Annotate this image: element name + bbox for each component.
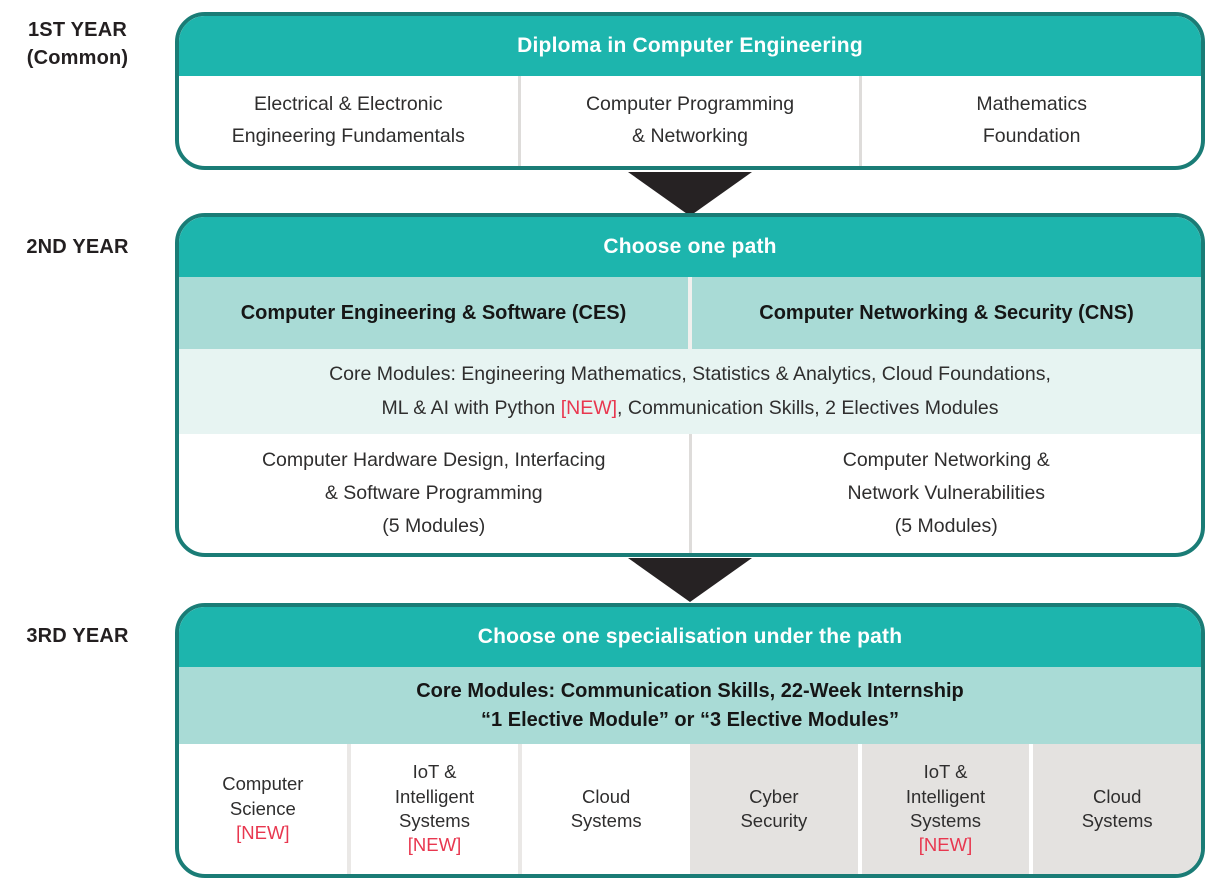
year3-core-line2: “1 Elective Module” or “3 Elective Modul…: [481, 708, 899, 731]
year-label-2nd-year: 2ND YEAR: [26, 236, 129, 258]
new-badge: [NEW]: [918, 834, 973, 856]
track-networking-vulnerabilities: Computer Networking & Network Vulnerabil…: [688, 434, 1202, 553]
year3-specialisations-row: Computer Science [NEW] IoT & Intelligent…: [179, 744, 1201, 874]
spec-name: Cloud Systems: [1081, 785, 1153, 831]
path-ces: Computer Engineering & Software (CES): [240, 301, 627, 324]
year2-core-line2: ML & AI with Python [NEW], Communication…: [381, 392, 998, 426]
year2-tracks-row: Computer Hardware Design, Interfacing & …: [179, 434, 1201, 553]
track-hardware-software: Computer Hardware Design, Interfacing & …: [261, 448, 606, 538]
year1-box: Diploma in Computer Engineering Electric…: [175, 12, 1205, 170]
year3-box: Choose one specialisation under the path…: [175, 603, 1205, 878]
year2-core-modules: Core Modules: Engineering Mathematics, S…: [179, 349, 1201, 434]
year-label-1st-year: 1ST YEAR (Common): [26, 19, 129, 69]
path-cns: Computer Networking & Security (CNS): [688, 277, 1201, 349]
year3-core-modules: Core Modules: Communication Skills, 22-W…: [179, 667, 1201, 744]
spec-cyber-security: Cyber Security: [690, 744, 858, 874]
year1-module-electrical: Electrical & Electronic Engineering Fund…: [231, 93, 465, 147]
spec-name: Computer Science: [222, 773, 304, 819]
year2-core-line2-pre: ML & AI with Python: [381, 396, 561, 419]
down-arrow-icon: [628, 172, 752, 216]
year1-module-programming: Computer Programming & Networking: [517, 76, 860, 166]
year2-core-line1: Core Modules: Engineering Mathematics, S…: [329, 362, 1051, 385]
year1-modules-row: Electrical & Electronic Engineering Fund…: [179, 76, 1201, 166]
spec-name: IoT & Intelligent Systems: [394, 761, 475, 831]
year2-core-line2-post: , Communication Skills, 2 Electives Modu…: [617, 396, 999, 419]
new-badge: [NEW]: [560, 396, 618, 419]
year3-box-title: Choose one specialisation under the path: [179, 607, 1201, 667]
spec-cloud-systems-ces: Cloud Systems: [518, 744, 690, 874]
new-badge: [NEW]: [407, 834, 462, 856]
spec-name: IoT & Intelligent Systems: [905, 761, 986, 831]
spec-cloud-systems-cns: Cloud Systems: [1029, 744, 1201, 874]
year3-core-line1: Core Modules: Communication Skills, 22-W…: [416, 679, 964, 702]
spec-iot-intelligent-systems-cns: IoT & Intelligent Systems [NEW]: [857, 744, 1030, 874]
year-label-3rd-year: 3RD YEAR: [26, 625, 129, 647]
year2-box: Choose one path Computer Engineering & S…: [175, 213, 1205, 557]
down-arrow-icon: [628, 558, 752, 602]
spec-name: Cloud Systems: [570, 785, 642, 831]
spec-computer-science: Computer Science [NEW]: [179, 744, 347, 874]
year1-module-mathematics: Mathematics Foundation: [859, 76, 1201, 166]
new-badge: [NEW]: [236, 822, 290, 844]
year2-box-title: Choose one path: [179, 217, 1201, 277]
spec-iot-intelligent-systems-ces: IoT & Intelligent Systems [NEW]: [346, 744, 519, 874]
year1-box-title: Diploma in Computer Engineering: [179, 16, 1201, 76]
year2-paths-row: Computer Engineering & Software (CES) Co…: [179, 277, 1201, 349]
spec-name: Cyber Security: [740, 785, 808, 831]
